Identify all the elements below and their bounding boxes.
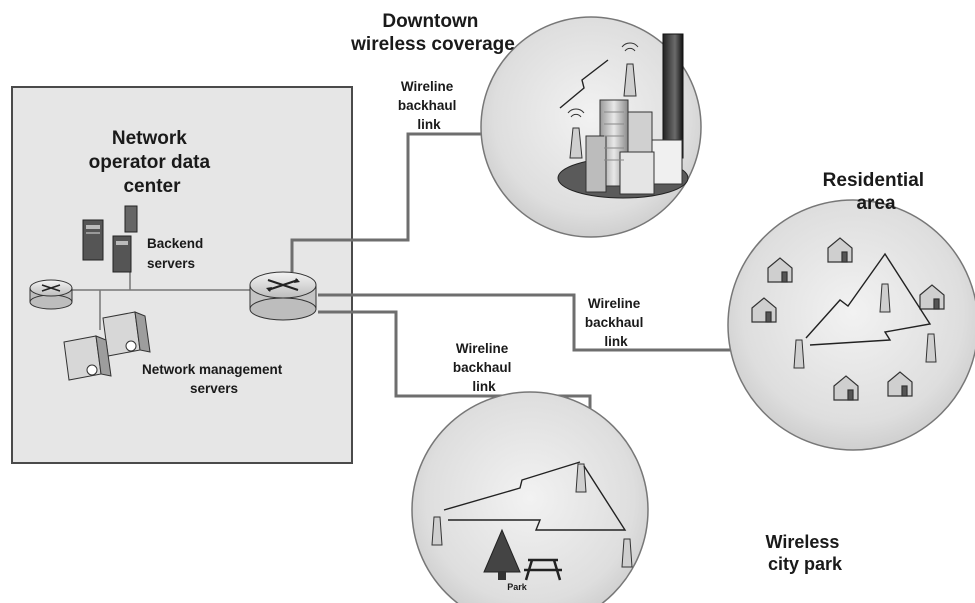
residential-backhaul-line	[318, 293, 798, 352]
downtown-link-label: Wireline backhaul link	[398, 79, 460, 132]
backend-servers-icon	[82, 205, 138, 273]
edge-router-icon	[29, 279, 73, 310]
park-antenna-icons	[431, 463, 633, 568]
backend-servers-label: Backend servers	[147, 236, 207, 271]
residential-wireless-signal	[805, 252, 932, 346]
core-router-icon	[249, 271, 317, 321]
park-sign-label: Park	[507, 582, 528, 592]
tree-icon	[483, 528, 521, 580]
data-center-title: Network operator data center	[89, 128, 216, 197]
house-icons	[751, 237, 945, 401]
downtown-title: Downtown wireless coverage	[350, 11, 515, 55]
park-wireless-signal	[443, 461, 627, 531]
park-title: Wireless city park	[766, 532, 845, 574]
park-coverage-area	[411, 391, 649, 603]
management-servers-icon	[63, 311, 151, 381]
residential-coverage-area	[727, 199, 975, 451]
residential-title: Residential area	[823, 170, 930, 214]
downtown-antenna-icon	[567, 42, 639, 159]
residential-link-label: Wireline backhaul link	[585, 296, 647, 349]
downtown-backhaul-line	[290, 132, 578, 272]
downtown-city-icon	[557, 33, 689, 199]
park-link-label: Wireline backhaul link	[453, 341, 515, 394]
picnic-table-icon	[524, 558, 562, 581]
residential-antenna-icons	[793, 283, 937, 369]
downtown-wireless-signal	[559, 59, 609, 109]
management-servers-label: Network management servers	[142, 362, 286, 396]
